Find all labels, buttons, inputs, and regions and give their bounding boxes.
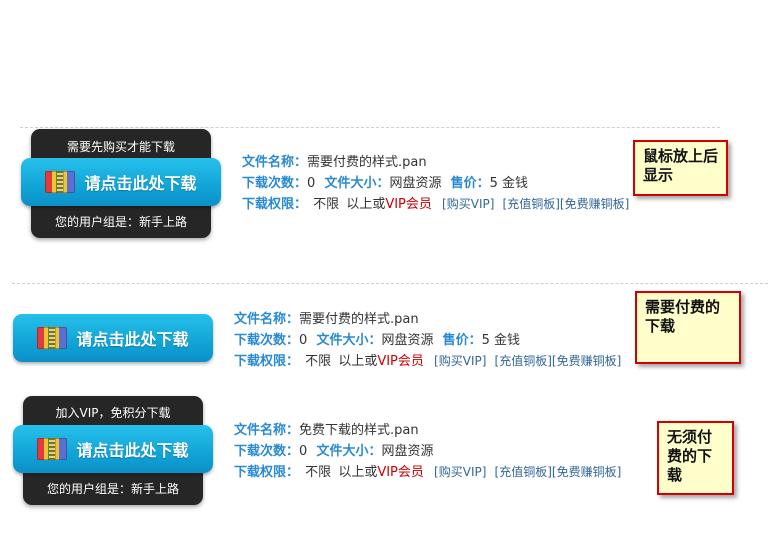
separator-line: [20, 127, 720, 128]
recharge-link[interactable]: [充值铜板]: [502, 197, 560, 211]
price-value: 5 金钱: [481, 333, 521, 348]
permission-label: 下载权限：: [234, 354, 300, 369]
earn-free-link[interactable]: [免费赚铜板]: [551, 354, 622, 368]
price-value: 5 金钱: [489, 176, 529, 191]
file-name-value: 需要付费的样式.pan: [307, 155, 427, 170]
download-count-value: 0: [299, 444, 308, 459]
file-name-value: 免费下载的样式.pan: [299, 423, 419, 438]
download-count-value: 0: [307, 176, 316, 191]
winrar-archive-icon: [37, 438, 68, 460]
file-name-label: 文件名称：: [242, 155, 308, 170]
buy-vip-link[interactable]: [购买VIP]: [434, 354, 487, 368]
file-name-label: 文件名称：: [234, 423, 300, 438]
download-count-label: 下载次数：: [234, 333, 300, 348]
recharge-link[interactable]: [充值铜板]: [494, 465, 552, 479]
buy-vip-link[interactable]: [购买VIP]: [434, 465, 487, 479]
permission-unlimited: 不限: [305, 465, 332, 480]
recharge-link[interactable]: [充值铜板]: [494, 354, 552, 368]
popup-join-vip-text: 加入VIP，免积分下载: [55, 406, 171, 420]
permission-label: 下载权限：: [242, 197, 308, 212]
popup-user-group-text: 您的用户组是：新手上路: [46, 482, 179, 496]
permission-above-or: 以上或: [346, 197, 386, 212]
buy-vip-link[interactable]: [购买VIP]: [442, 197, 495, 211]
download-button-label: 请点击此处下载: [76, 330, 189, 349]
price-label: 售价：: [450, 176, 490, 191]
download-count-label: 下载次数：: [234, 444, 300, 459]
file-name-value: 需要付费的样式.pan: [299, 312, 419, 327]
earn-free-link[interactable]: [免费赚铜板]: [559, 197, 630, 211]
download-count-value: 0: [299, 333, 308, 348]
file-name-label: 文件名称：: [234, 312, 300, 327]
permission-unlimited: 不限: [305, 354, 332, 369]
winrar-archive-icon: [45, 171, 76, 193]
file-size-value: 网盘资源: [381, 333, 434, 348]
file-size-label: 文件大小：: [316, 444, 382, 459]
popup-user-group-text: 您的用户组是：新手上路: [54, 215, 187, 229]
permission-above-or: 以上或: [338, 354, 378, 369]
popup-purchase-required-text: 需要先购买才能下载: [66, 140, 175, 154]
file-info-block: 文件名称：免费下载的样式.pan 下载次数：0 文件大小：网盘资源 下载权限： …: [234, 420, 621, 483]
permission-above-or: 以上或: [338, 465, 378, 480]
price-label: 售价：: [442, 333, 482, 348]
download-button[interactable]: 请点击此处下载: [13, 314, 213, 362]
permission-unlimited: 不限: [313, 197, 340, 212]
file-size-value: 网盘资源: [381, 444, 434, 459]
permission-vip: VIP会员: [385, 197, 432, 212]
file-size-value: 网盘资源: [389, 176, 442, 191]
download-count-label: 下载次数：: [242, 176, 308, 191]
annotation-note: 鼠标放上后显示: [633, 140, 728, 196]
download-button-label: 请点击此处下载: [84, 174, 197, 193]
download-button[interactable]: 请点击此处下载: [21, 158, 221, 206]
file-info-block: 文件名称：需要付费的样式.pan 下载次数：0 文件大小：网盘资源 售价：5 金…: [242, 152, 629, 215]
earn-free-link[interactable]: [免费赚铜板]: [551, 465, 622, 479]
download-button[interactable]: 请点击此处下载: [13, 425, 213, 473]
download-button-label: 请点击此处下载: [76, 441, 189, 460]
annotation-note: 需要付费的下载: [635, 291, 741, 364]
file-info-block: 文件名称：需要付费的样式.pan 下载次数：0 文件大小：网盘资源 售价：5 金…: [234, 309, 621, 372]
annotation-note: 无须付费的下载: [657, 421, 734, 495]
file-size-label: 文件大小：: [324, 176, 390, 191]
permission-label: 下载权限：: [234, 465, 300, 480]
winrar-archive-icon: [37, 327, 68, 349]
file-size-label: 文件大小：: [316, 333, 382, 348]
separator-line: [12, 283, 768, 284]
permission-vip: VIP会员: [377, 465, 424, 480]
permission-vip: VIP会员: [377, 354, 424, 369]
